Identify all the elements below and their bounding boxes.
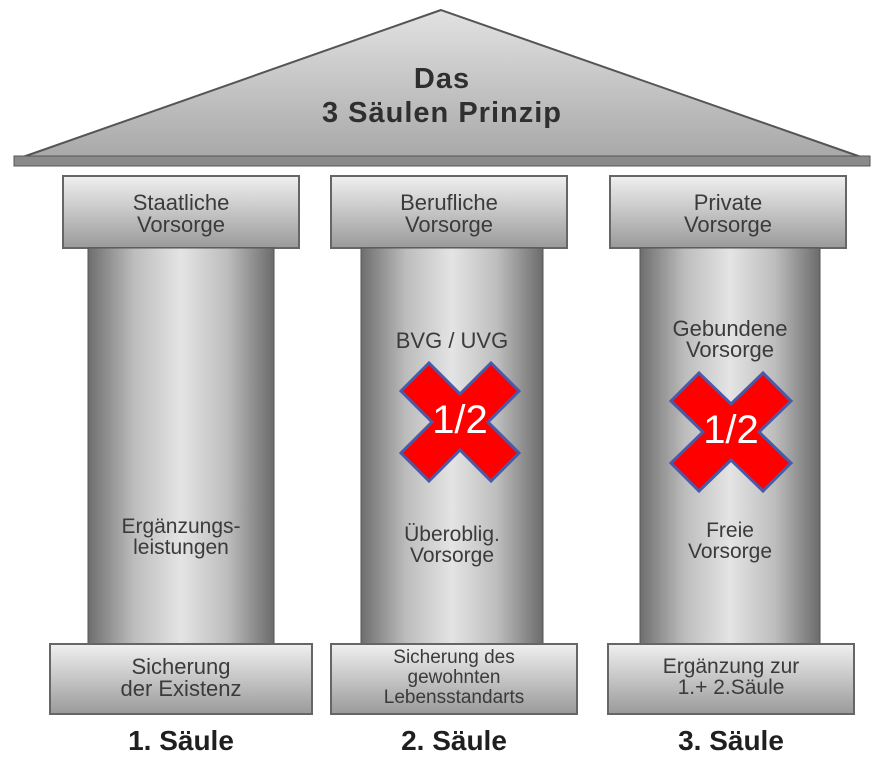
pillar-3-base-text: Ergänzung zur 1.+ 2.Säule (662, 655, 800, 699)
roof-title: Das 3 Säulen Prinzip (322, 63, 562, 129)
pillar-2-lower-text: Überoblig. Vorsorge (404, 523, 500, 567)
cross-mark-pillar-3 (668, 370, 794, 494)
roof-beam (13, 155, 871, 167)
pillar-3-cap (609, 175, 847, 249)
pillar-3-cross-label: 1/2 (703, 408, 759, 452)
pillar-2-base-text: Sicherung des gewohnten Lebensstandarts (383, 647, 525, 708)
cross-mark-pillar-2 (398, 360, 522, 484)
pillar-1-shaft (87, 247, 275, 645)
pillar-1-cap-text: Staatliche Vorsorge (132, 190, 230, 237)
pillar-1-label: 1. Säule (128, 725, 234, 756)
pillar-1-cap (62, 175, 300, 249)
pillar-1-base (49, 643, 313, 715)
pillar-3-base (607, 643, 855, 715)
pillar-1-base-text: Sicherung der Existenz (120, 654, 242, 701)
pillar-2-base (330, 643, 578, 715)
pillar-3-label: 3. Säule (678, 725, 784, 756)
pillar-2-cross-label: 1/2 (432, 398, 488, 442)
pillar-3-lower-text: Freie Vorsorge (687, 519, 773, 563)
pillar-2-upper-text: BVG / UVG (395, 328, 509, 353)
pillar-3-upper-text: Gebundene Vorsorge (672, 316, 788, 362)
pillar-1-lower-text: Ergänzungs- leistungen (121, 515, 241, 559)
pillar-2-cap-text: Berufliche Vorsorge (400, 190, 498, 237)
pillar-3-cap-text: Private Vorsorge (683, 190, 773, 237)
pillar-2-cap (330, 175, 568, 249)
pillar-2-label: 2. Säule (401, 725, 507, 756)
